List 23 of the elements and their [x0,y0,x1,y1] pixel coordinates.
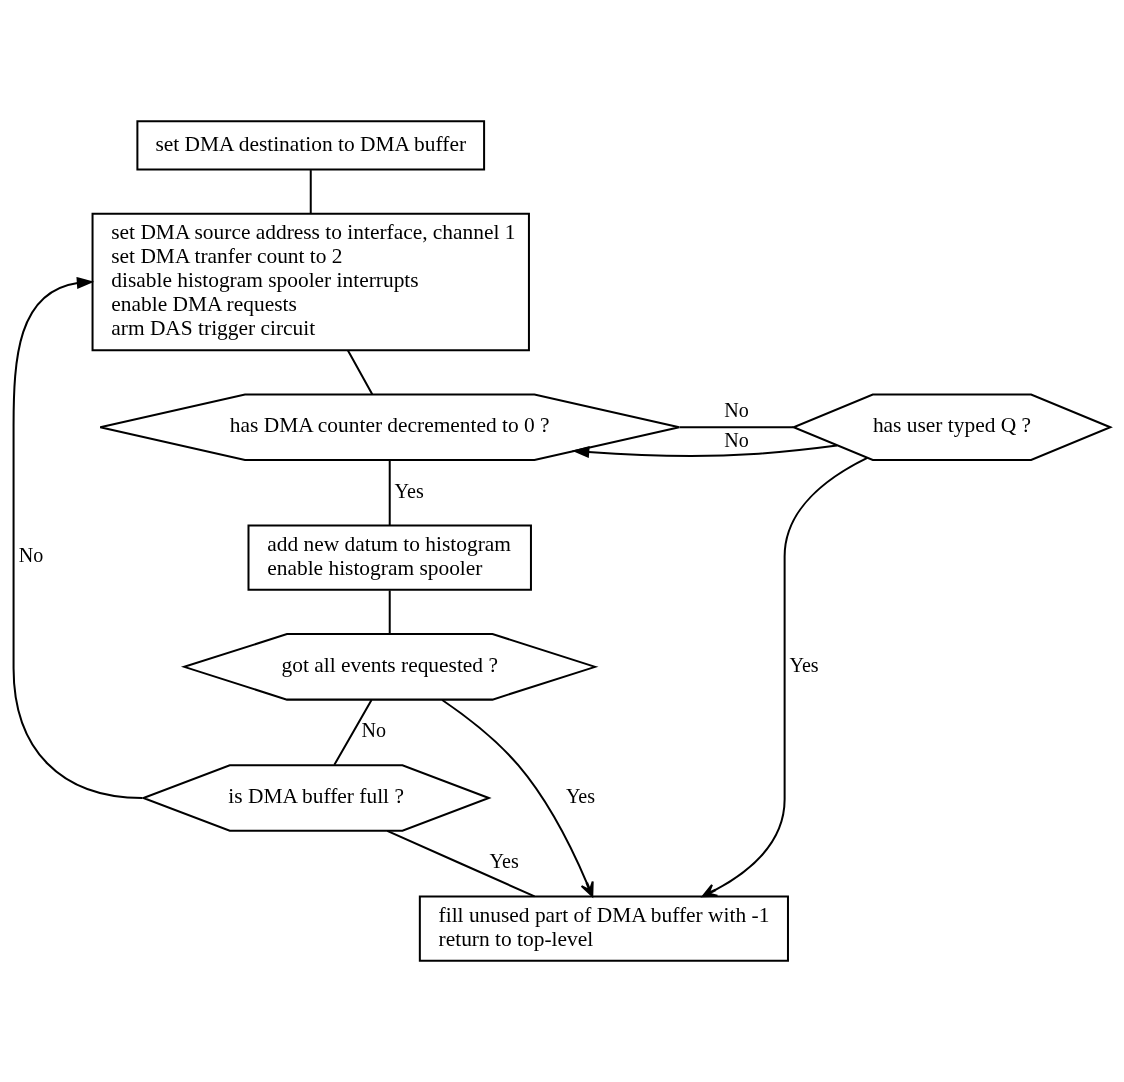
connector [388,590,391,634]
edge-label: No [724,429,749,452]
connector [679,426,794,429]
node-box: set DMA source address to interface, channel 1 set DMA tranfer count to 2 disable histogram spooler interrupts enable DMA requests arm DAS trigger circuit [91,212,530,352]
connector [347,349,374,395]
arrow [571,444,838,459]
edge-label: No [724,398,749,421]
edge-label: Yes [565,784,596,807]
edge-label: Yes [394,479,424,502]
connector [386,830,535,898]
node-box: fill unused part of DMA buffer with -1 return to top-level [418,895,789,962]
arrow [441,699,594,898]
edge-label: Yes [489,850,519,873]
node-box: add new datum to histogram enable histogram spooler [247,524,532,591]
edge-label: No [18,544,44,567]
edge-label: Yes [789,653,819,676]
connector [333,699,373,766]
edge-label: No [361,719,386,742]
connector [388,460,391,526]
arrow [701,456,868,898]
arrow [12,276,143,799]
connector [309,170,312,214]
node-box: set DMA destination to DMA buffer [136,120,486,171]
